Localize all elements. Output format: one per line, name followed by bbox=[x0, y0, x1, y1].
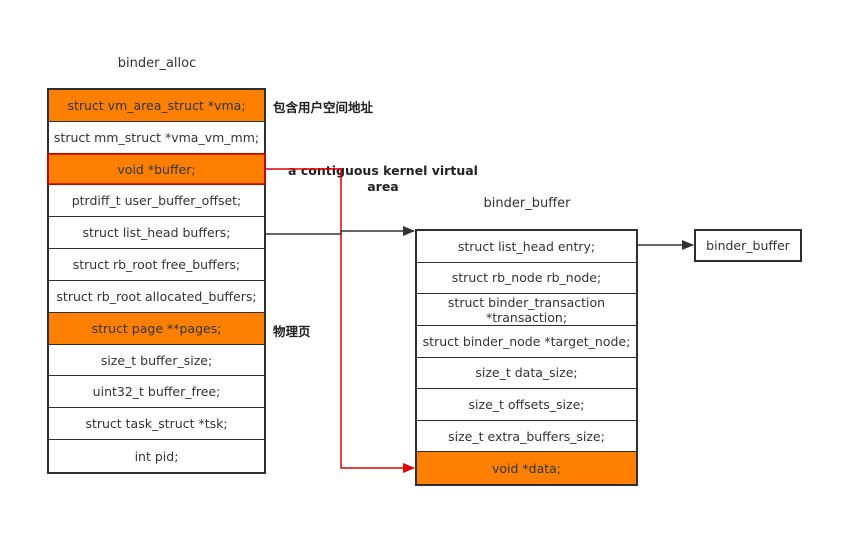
field-row: struct binder_transaction *transaction; bbox=[417, 294, 636, 326]
kernel-area-annotation: a contiguous kernel virtual area bbox=[288, 163, 478, 194]
field-row: size_t data_size; bbox=[417, 358, 636, 390]
vma-annotation: 包含用户空间地址 bbox=[273, 100, 374, 115]
field-row: struct rb_root allocated_buffers; bbox=[49, 281, 264, 313]
binder-buffer-struct: struct list_head entry;struct rb_node rb… bbox=[415, 229, 638, 486]
field-row: struct mm_struct *vma_vm_mm; bbox=[49, 122, 264, 154]
binder-buffer-title: binder_buffer bbox=[483, 196, 571, 211]
field-row: struct vm_area_struct *vma; bbox=[49, 90, 264, 122]
field-row: struct list_head buffers; bbox=[49, 217, 264, 250]
field-row: ptrdiff_t user_buffer_offset; bbox=[49, 185, 264, 218]
field-row: int pid; bbox=[134, 448, 179, 464]
field-row: struct task_struct *tsk; bbox=[49, 408, 264, 441]
field-row: struct rb_root free_buffers; bbox=[49, 249, 264, 281]
binder-alloc-struct: struct vm_area_struct *vma;struct mm_str… bbox=[47, 88, 266, 474]
next-binder-buffer-label: binder_buffer bbox=[706, 238, 790, 253]
field-row: size_t buffer_size; bbox=[49, 345, 264, 377]
field-row: struct list_head entry; bbox=[417, 231, 636, 263]
pages-annotation: 物理页 bbox=[273, 324, 311, 339]
buffers-to-entry-arrow bbox=[266, 226, 415, 236]
buffer-field-highlight-outline bbox=[47, 153, 266, 185]
buffer-to-data-arrow bbox=[266, 168, 415, 473]
field-row: void *buffer; bbox=[49, 153, 264, 186]
field-row: struct rb_node rb_node; bbox=[417, 263, 636, 295]
field-row: void *data; bbox=[417, 452, 636, 484]
field-row: uint32_t buffer_free; bbox=[49, 376, 264, 409]
binder-alloc-title: binder_alloc bbox=[117, 56, 197, 71]
field-row: struct page **pages; bbox=[49, 312, 264, 345]
field-row: size_t offsets_size; bbox=[417, 389, 636, 421]
field-row: size_t extra_buffers_size; bbox=[417, 421, 636, 453]
next-binder-buffer-box: binder_buffer bbox=[694, 229, 802, 262]
field-row: struct binder_node *target_node; bbox=[417, 326, 636, 358]
